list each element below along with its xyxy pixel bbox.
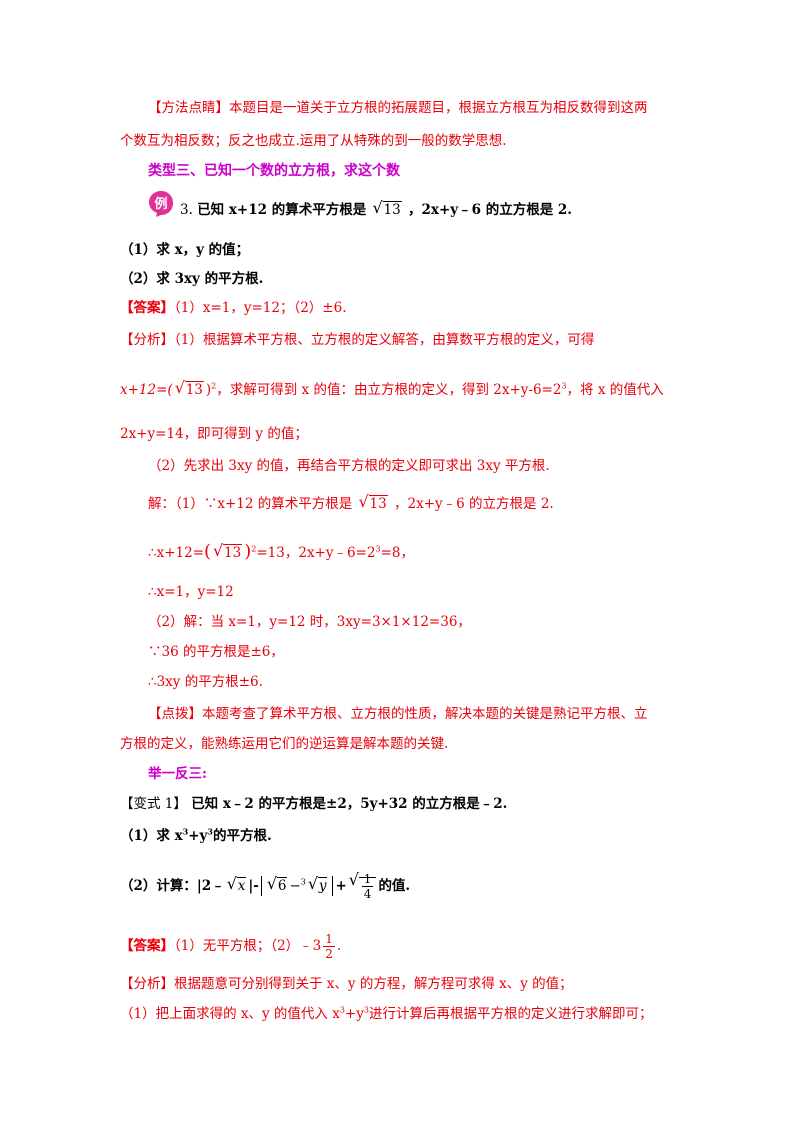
- solution-line4: （2）解：当 x=1，y=12 时，3xy=3×1×12=36，: [148, 614, 471, 630]
- sqrt-13-solution: 13: [359, 492, 388, 514]
- analysis2-text-b: +y: [344, 1006, 364, 1022]
- solution-line3: ∴x=1，y=12: [148, 584, 234, 600]
- tip-line1: 【点拨】本题考查了算术平方根、立方根的性质，解决本题的关键是熟记平方根、立: [148, 706, 648, 722]
- variant-q1b: +y: [188, 828, 208, 844]
- solution-sup: 2: [251, 544, 257, 554]
- analysis-line3: 2x+y=14，即可得到 y 的值；: [120, 426, 308, 442]
- variant-q1-sup: 3: [182, 826, 189, 837]
- solution-line1: 解：（1）∵x+12 的算术平方根是 13 ，2x+y﹣6 的立方根是 2.: [148, 492, 554, 514]
- analysis2-line2: （1）把上面求得的 x、y 的值代入 x3+y3进行计算后再根据平方根的定义进行…: [120, 1004, 652, 1024]
- example-number: 3.: [180, 202, 193, 218]
- analysis2-text-c: 进行计算后再根据平方根的定义进行求解即可；: [368, 1006, 653, 1022]
- solution-sup2: 3: [375, 544, 381, 554]
- example-badge-text: 例: [154, 196, 167, 212]
- example-text-a: 已知 x+12 的算术平方根是: [197, 202, 367, 218]
- variant-q1-sup2: 3: [207, 826, 213, 837]
- solution-line5: ∵36 的平方根是±6，: [148, 644, 284, 660]
- analysis2-line1: 【分析】根据题意可分别得到关于 x、y 的方程，解方程可求得 x、y 的值；: [120, 976, 573, 992]
- variant-q2b: |-: [248, 878, 259, 894]
- variant-line: 【变式 1】 已知 x﹣2 的平方根是±2，5y+32 的立方根是﹣2.: [120, 794, 507, 814]
- solution-text1a: 解：（1）∵x+12 的算术平方根是: [148, 496, 353, 512]
- analysis-line1: 【分析】（1）根据算术平方根、立方根的定义解答，由算数平方根的定义，可得: [120, 330, 594, 350]
- sqrt-13-solution2: 13: [213, 541, 243, 563]
- analysis-expr-b: ): [205, 382, 212, 398]
- answer-text: （1）x=1，y=12；（2）±6.: [174, 300, 347, 316]
- analysis-expr-a: x+12=(: [120, 382, 173, 398]
- variant-q2a: （2）计算：|2﹣: [120, 878, 225, 894]
- variant-q1c: 的平方根.: [212, 828, 272, 844]
- analysis-expr-c: ，求解可得到 x 的值：由立方根的定义，得到 2x+y-6=2: [216, 382, 562, 398]
- answer2-end: .: [336, 938, 342, 954]
- solution-line2: ∴x+12=(13)2=13，2x+y﹣6=23=8，: [148, 541, 414, 563]
- abs-expression: 6−3y: [260, 874, 334, 896]
- method-tip-line2: 个数互为相反数；反之也成立.运用了从特殊的到一般的数学思想.: [120, 133, 507, 149]
- analysis-label: 【分析】: [120, 332, 174, 348]
- example-badge-icon: 例: [149, 191, 173, 217]
- example-q2: （2）求 3xy 的平方根.: [120, 271, 264, 287]
- sqrt-x: x: [227, 874, 247, 896]
- answer2-text: （1）无平方根；（2）﹣3: [174, 938, 322, 954]
- minus-sign: −: [289, 878, 301, 894]
- tip-line2: 方根的定义，能熟练运用它们的逆运算是解本题的关键.: [120, 736, 449, 752]
- answer2-label: 【答案】: [120, 938, 174, 954]
- solution-text2a: ∴x+12=: [148, 545, 205, 561]
- practice-title: 举一反三:: [148, 766, 207, 782]
- variant-q1a: （1）求 x: [120, 828, 183, 844]
- analysis2-sup: 3: [339, 1005, 345, 1015]
- sqrt-13-analysis: 13: [175, 378, 204, 400]
- answer-line: 【答案】（1）x=1，y=12；（2）±6.: [120, 298, 347, 318]
- analysis2-text-a: （1）把上面求得的 x、y 的值代入 x: [120, 1006, 340, 1022]
- example-text-b: ，2x+y﹣6 的立方根是 2.: [408, 202, 572, 218]
- answer-label: 【答案】: [120, 300, 174, 316]
- variant-text: 已知 x﹣2 的平方根是±2，5y+32 的立方根是﹣2.: [191, 796, 508, 812]
- cube-root-index: 3: [300, 877, 306, 887]
- analysis-text1: （1）根据算术平方根、立方根的定义解答，由算数平方根的定义，可得: [174, 332, 595, 348]
- analysis-sup: 2: [211, 381, 217, 391]
- variant-q2c: 的值.: [378, 878, 411, 894]
- solution-line6: ∴3xy 的平方根±6.: [148, 674, 263, 690]
- fraction-quarter: 14: [361, 872, 374, 901]
- sqrt-6: 6: [267, 874, 288, 896]
- variant-label: 【变式 1】: [120, 796, 187, 812]
- solution-text2b: =13，2x+y﹣6=2: [256, 545, 376, 561]
- analysis-expr-d: ，将 x 的值代入: [566, 382, 664, 398]
- cbrt-y: y: [308, 874, 328, 896]
- example-statement: 3. 已知 x+12 的算术平方根是 13 ，2x+y﹣6 的立方根是 2.: [180, 198, 572, 220]
- solution-text2c: =8，: [380, 545, 414, 561]
- section-title: 类型三、已知一个数的立方根，求这个数: [148, 163, 400, 179]
- analysis2-sup2: 3: [363, 1005, 369, 1015]
- analysis-line2: x+12=(13)2，求解可得到 x 的值：由立方根的定义，得到 2x+y-6=…: [120, 378, 664, 400]
- variant-q1: （1）求 x3+y3的平方根.: [120, 826, 272, 846]
- analysis-sup2: 3: [561, 381, 567, 391]
- solution-text1b: ，2x+y﹣6 的立方根是 2.: [394, 496, 554, 512]
- paren-open: (: [204, 541, 212, 562]
- plus-sign: +: [335, 878, 347, 894]
- paren-close: ): [244, 541, 252, 562]
- sqrt-13: 13: [373, 198, 402, 220]
- example-q1: （1）求 x，y 的值；: [120, 242, 250, 258]
- analysis-line4: （2）先求出 3xy 的值，再结合平方根的定义即可求出 3xy 平方根.: [148, 458, 550, 474]
- method-tip-line1: 【方法点睛】本题目是一道关于立方根的拓展题目，根据立方根互为相反数得到这两: [148, 100, 648, 116]
- sqrt-quarter: 14: [349, 870, 377, 901]
